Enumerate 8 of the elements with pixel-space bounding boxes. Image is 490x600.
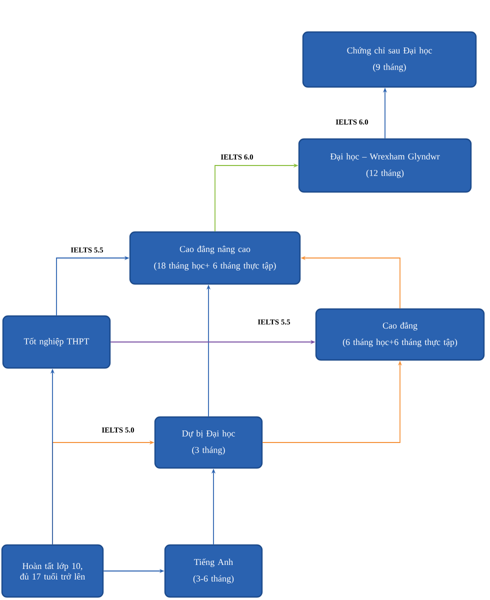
process-box: Cao đẳng nâng cao (18 tháng học+ 6 tháng thực tập) — [129, 231, 301, 285]
process-box: Đại học – Wrexham Glyndwr (12 tháng) — [298, 138, 472, 193]
process-box: Cao đẳng (6 tháng học+6 tháng thực tập) — [315, 308, 485, 361]
process-box: Hoàn tất lớp 10, đủ 17 tuổi trở lên — [1, 544, 104, 598]
process-box: Chứng chỉ sau Đại học (9 tháng) — [302, 31, 477, 88]
process-box: Dự bị Đại học (3 tháng) — [154, 416, 263, 469]
process-box: Tốt nghiệp THPT — [2, 315, 111, 369]
process-box: Tiếng Anh (3-6 tháng) — [164, 544, 263, 598]
